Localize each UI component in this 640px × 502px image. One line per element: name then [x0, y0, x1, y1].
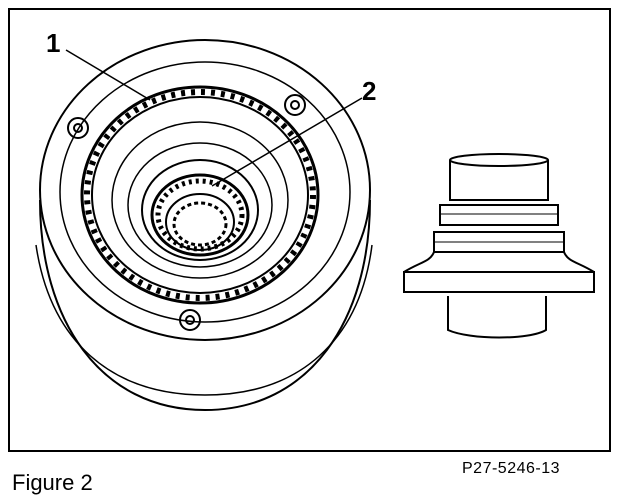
- reference-code: P27-5246-13: [462, 460, 561, 477]
- callout-1: 1: [46, 28, 61, 58]
- bolt-top-right: [284, 94, 306, 116]
- leader-line-1: [65, 49, 151, 101]
- hub-housing: [35, 39, 373, 412]
- figure-caption: Figure 2: [12, 470, 93, 495]
- splined-hub: [150, 173, 250, 257]
- bearing-ring: [80, 85, 320, 305]
- bolt-top-left: [67, 117, 89, 139]
- inner-race: [111, 121, 289, 279]
- leader-line-2: [211, 97, 363, 187]
- bolt-bottom: [179, 309, 201, 331]
- callout-2: 2: [362, 76, 377, 106]
- shaft-adapter: [403, 153, 595, 339]
